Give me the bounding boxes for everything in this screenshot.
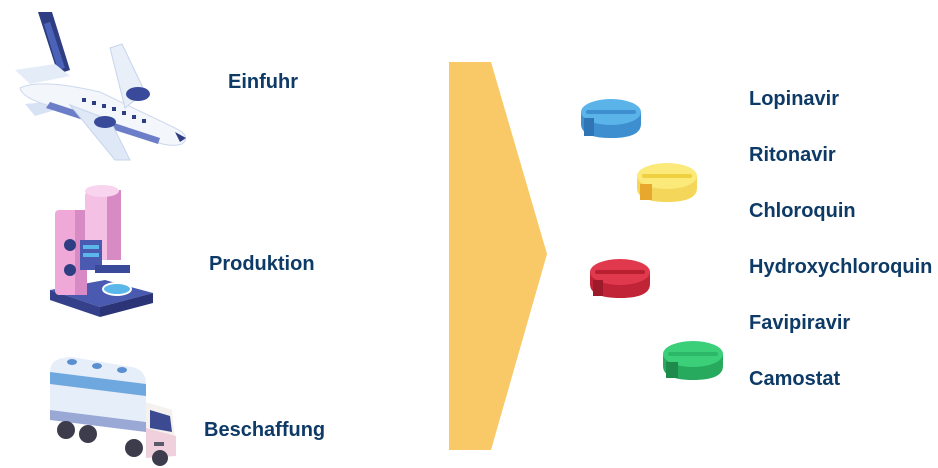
source-label-beschaffung: Beschaffung	[204, 419, 326, 441]
yellow-pill-icon	[637, 163, 697, 202]
blue-pill-icon	[581, 99, 641, 138]
drug-label-ritonavir: Ritonavir	[749, 144, 836, 166]
airplane-icon	[15, 12, 187, 161]
source-label-einfuhr: Einfuhr	[228, 71, 298, 93]
arrow-shape	[449, 62, 547, 450]
drug-label-hydroxychloroquin: Hydroxychloroquin	[749, 256, 933, 278]
drug-label-favipiravir: Favipiravir	[749, 312, 851, 334]
red-pill-icon	[590, 259, 650, 298]
drug-label-lopinavir: Lopinavir	[749, 88, 840, 110]
drug-label-camostat: Camostat	[749, 368, 841, 390]
tanker-truck-icon	[50, 357, 176, 466]
source-label-produktion: Produktion	[209, 253, 315, 275]
microscope-icon	[50, 185, 153, 317]
green-pill-icon	[663, 341, 723, 380]
drug-label-chloroquin: Chloroquin	[749, 200, 856, 222]
